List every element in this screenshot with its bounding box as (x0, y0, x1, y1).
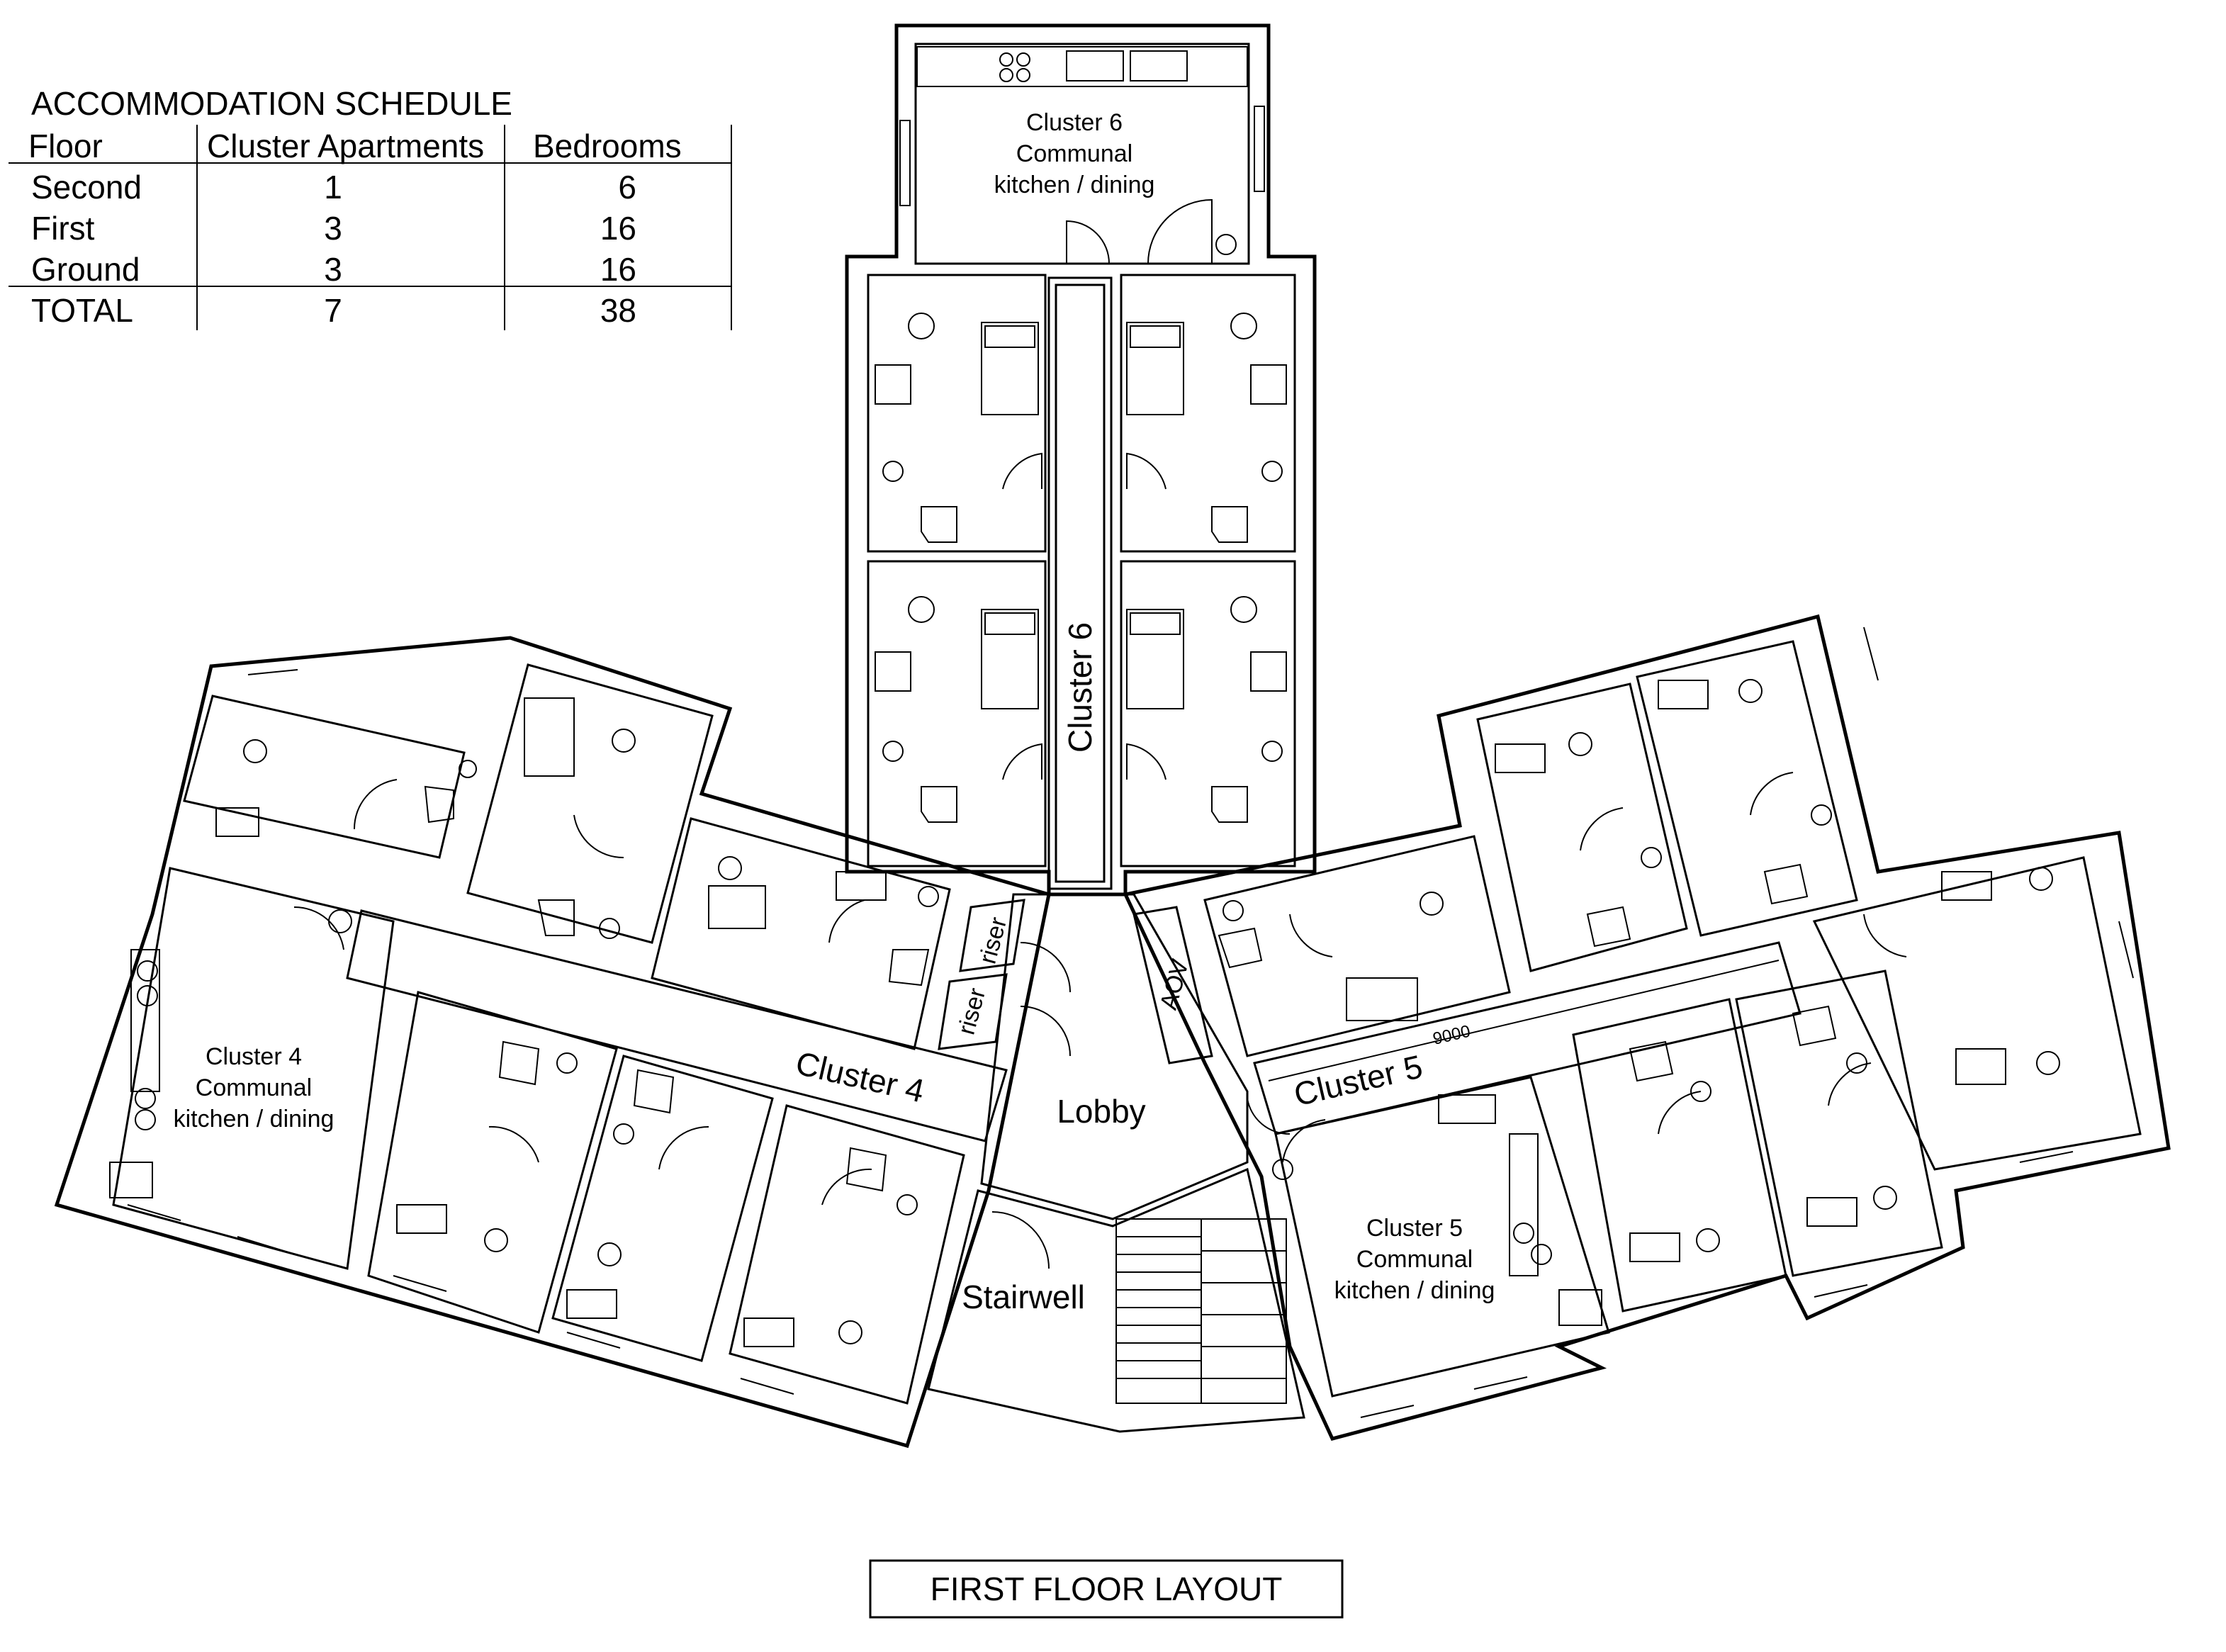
schedule-row-bedrooms: 16 (600, 210, 636, 247)
drawing-title: FIRST FLOOR LAYOUT (869, 1559, 1344, 1619)
cluster4-kitchen-label-line3: kitchen / dining (174, 1106, 335, 1133)
cluster6-kitchen-label-line1: Cluster 6 (1026, 109, 1123, 136)
right-wing (1123, 614, 2171, 1441)
schedule-total-apartments: 7 (324, 292, 342, 329)
schedule-header-apartments: Cluster Apartments (207, 128, 484, 164)
cluster4-kitchen-label-line1: Cluster 4 (206, 1043, 302, 1070)
stairwell-label: Stairwell (962, 1279, 1085, 1315)
schedule-row-bedrooms: 16 (600, 251, 636, 288)
schedule-title: ACCOMMODATION SCHEDULE (31, 85, 512, 122)
cluster5-kitchen-label-line2: Communal (1356, 1246, 1473, 1273)
schedule-total-bedrooms: 38 (600, 292, 636, 329)
title-box (869, 1559, 1344, 1619)
schedule-row-apartments: 1 (324, 169, 342, 206)
cluster5-kitchen-label-line3: kitchen / dining (1334, 1277, 1495, 1304)
lobby-label: Lobby (1057, 1093, 1145, 1130)
schedule-row-floor: Ground (31, 251, 140, 288)
riser-label: riser (952, 985, 991, 1038)
dimension-label: 9000 (1431, 1022, 1472, 1049)
schedule-grid-lines (9, 125, 732, 330)
schedule-row-bedrooms: 6 (618, 169, 636, 206)
schedule-header-floor: Floor (28, 128, 103, 164)
schedule-row-floor: First (31, 210, 95, 247)
core (927, 893, 1305, 1433)
drawing-title-text: FIRST FLOOR LAYOUT (931, 1570, 1283, 1607)
cluster6-kitchen-label-line2: Communal (1016, 140, 1132, 167)
accommodation-schedule: ACCOMMODATION SCHEDULE Floor Cluster Apa… (9, 85, 732, 330)
cluster4-corridor-label: Cluster 4 (792, 1044, 928, 1109)
schedule-row-floor: Second (31, 169, 142, 206)
schedule-total-label: TOTAL (31, 292, 133, 329)
cluster5-kitchen-label-line1: Cluster 5 (1366, 1215, 1463, 1242)
schedule-header-bedrooms: Bedrooms (533, 128, 682, 164)
schedule-row-apartments: 3 (324, 210, 342, 247)
cluster6-kitchen-label-line3: kitchen / dining (994, 172, 1155, 198)
left-wing (54, 636, 1051, 1449)
schedule-row-apartments: 3 (324, 251, 342, 288)
aov-label: AOV (1155, 956, 1194, 1013)
cluster4-kitchen-label-line2: Communal (196, 1074, 312, 1101)
cluster6-corridor-label: Cluster 6 (1062, 622, 1098, 753)
